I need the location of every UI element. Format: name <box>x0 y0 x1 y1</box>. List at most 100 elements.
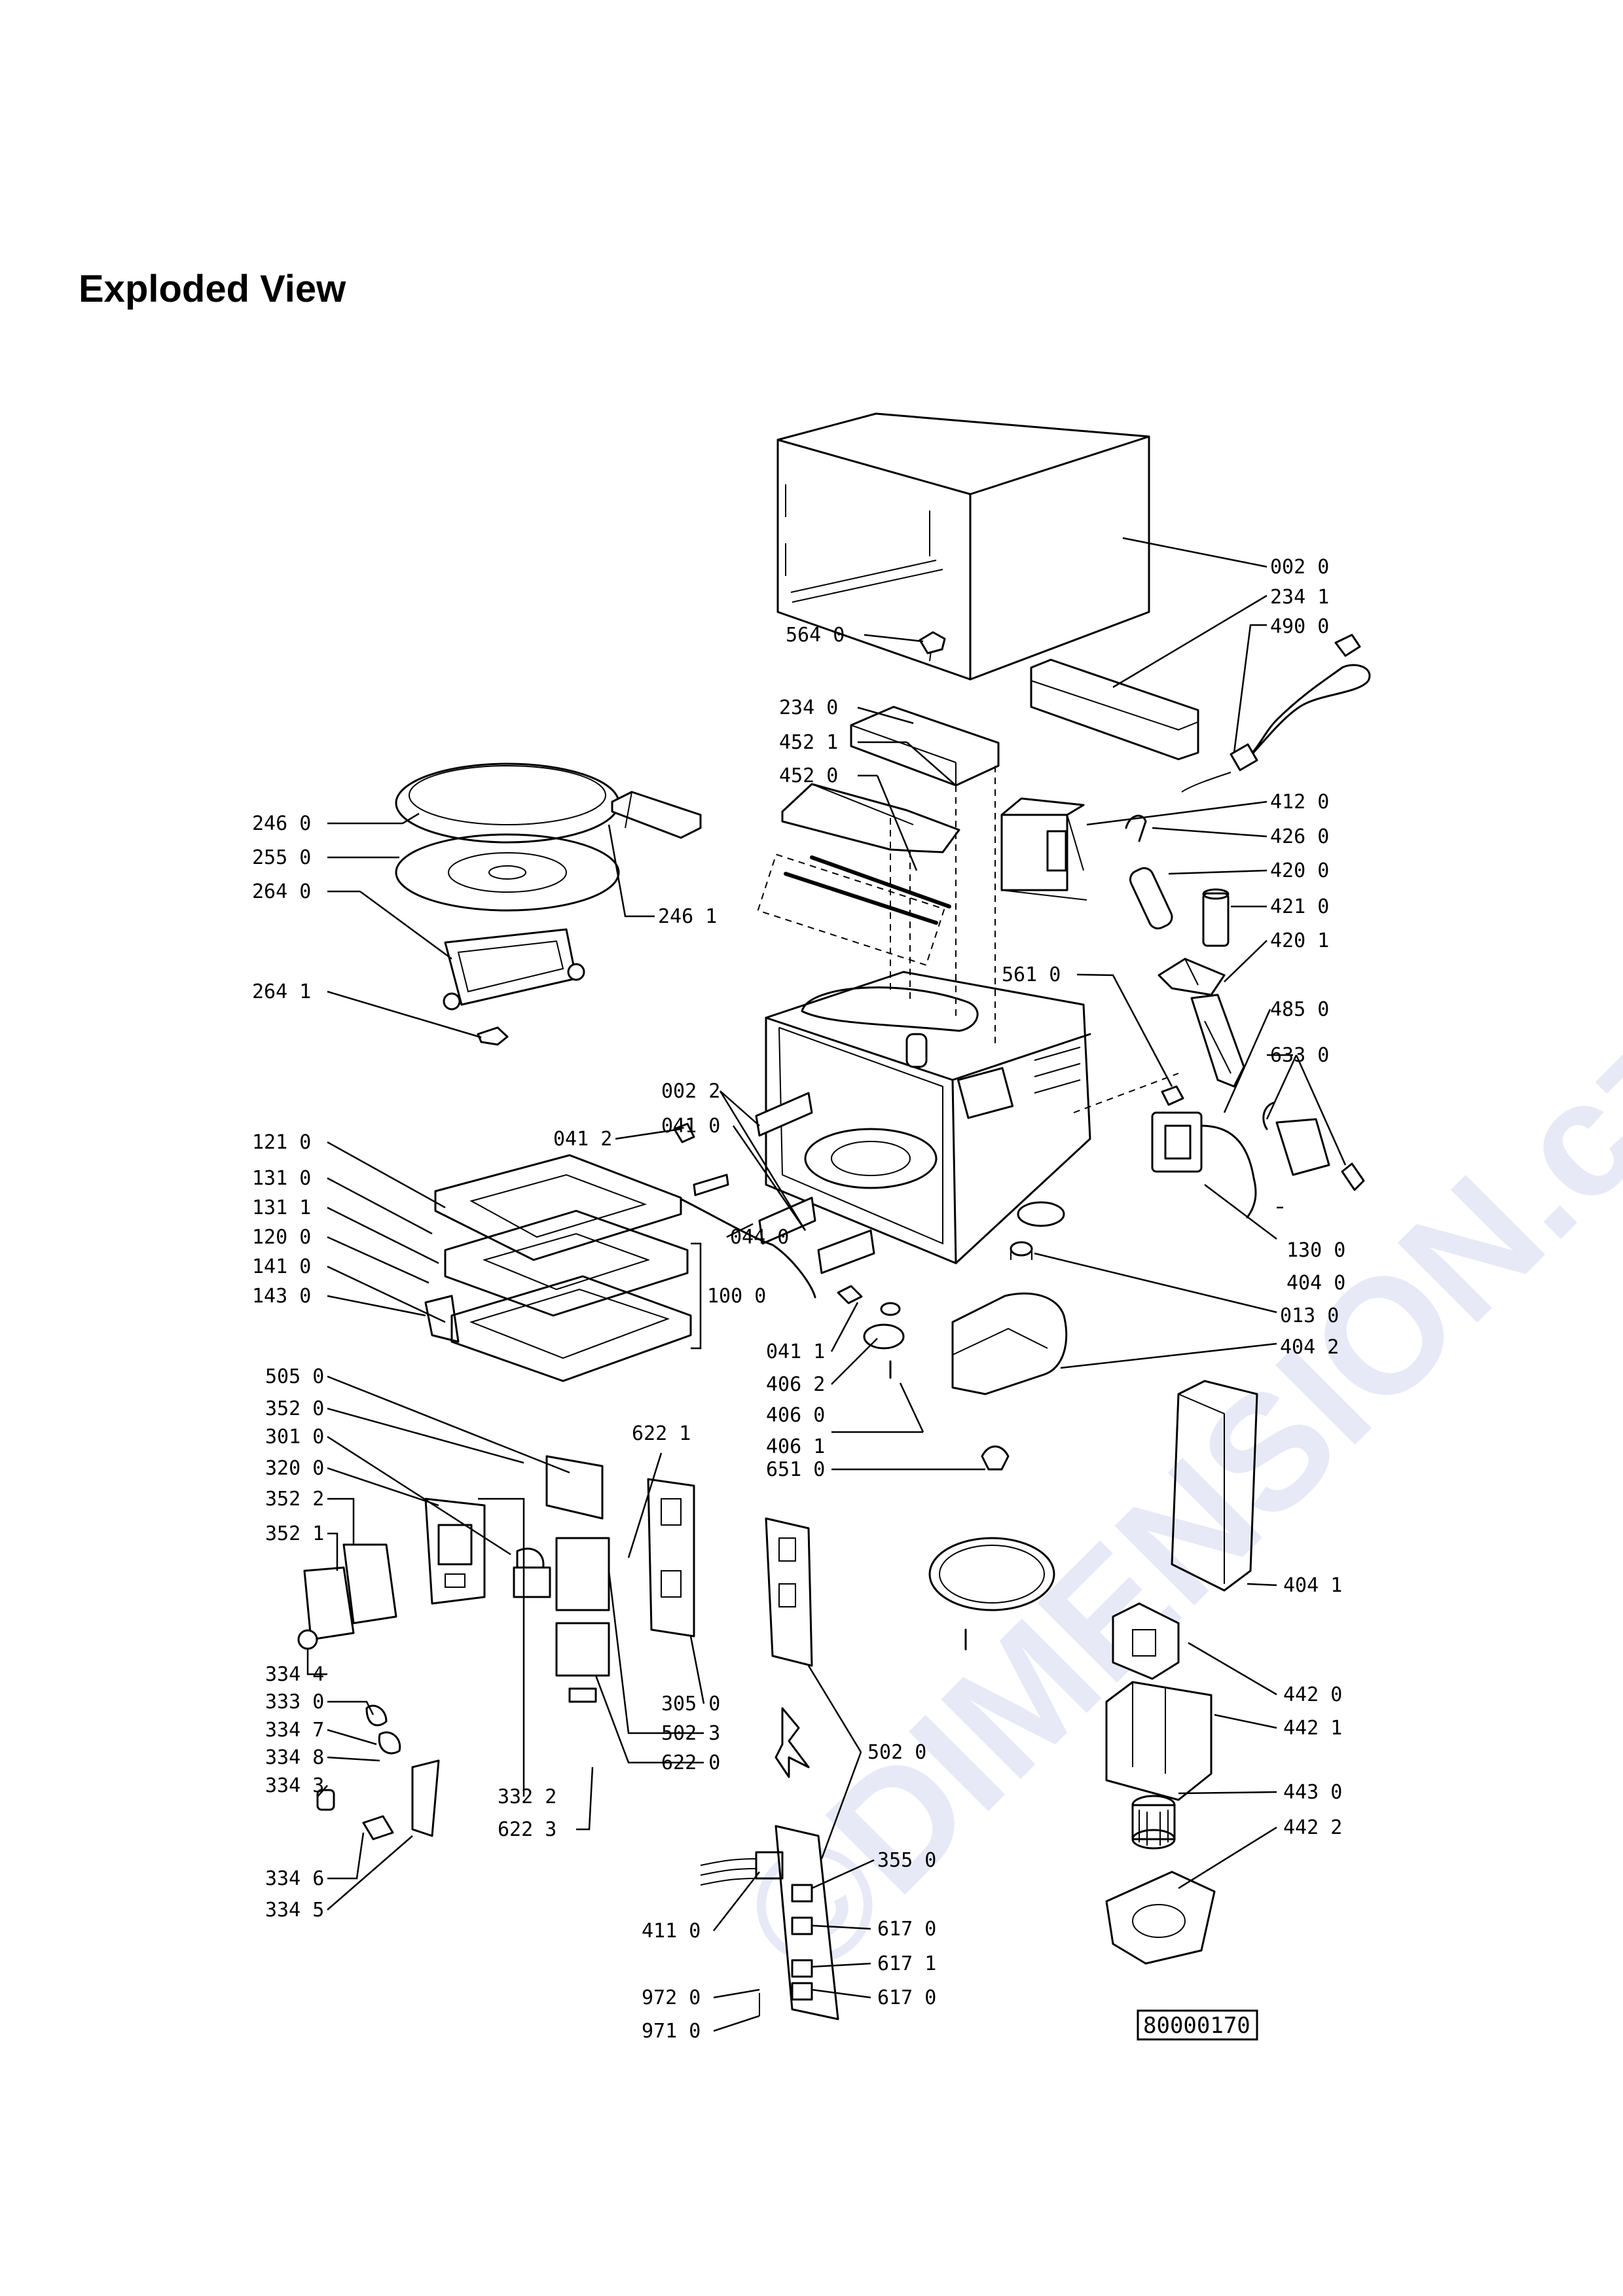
foot-013-drawing <box>1010 1241 1033 1260</box>
cavity-brackets-drawing <box>673 1092 875 1304</box>
reference-code: 80000170 <box>1143 2013 1250 2039</box>
label-412-0: 412 0 <box>1270 791 1329 814</box>
label-041-1: 041 1 <box>766 1340 825 1363</box>
transformer-drawing <box>1000 797 1087 901</box>
label-246-1: 246 1 <box>658 905 717 928</box>
power-cord-drawing <box>1181 634 1371 793</box>
control-panel-group-drawing <box>297 1455 610 1703</box>
label-041-0: 041 0 <box>661 1115 720 1138</box>
bracket-246-1-drawing <box>611 791 702 839</box>
label-442-0: 442 0 <box>1283 1683 1342 1706</box>
outer-cabinet-drawing <box>776 412 1150 681</box>
label-442-2: 442 2 <box>1283 1816 1342 1839</box>
label-485-0: 485 0 <box>1270 998 1329 1021</box>
label-013-0: 013 0 <box>1280 1304 1339 1327</box>
label-143-0: 143 0 <box>252 1285 311 1308</box>
label-406-2: 406 2 <box>766 1373 825 1396</box>
label-971-0: 971 0 <box>642 2020 701 2043</box>
label-622-3: 622 3 <box>498 1818 556 1841</box>
label-617-0-second: 617 0 <box>877 1986 936 2009</box>
label-406-1: 406 1 <box>766 1435 825 1458</box>
label-411-0: 411 0 <box>642 1920 701 1943</box>
label-131-1: 131 1 <box>252 1196 311 1219</box>
label-452-1: 452 1 <box>779 731 838 754</box>
label-443-0: 443 0 <box>1283 1781 1342 1804</box>
leader-lines <box>306 537 1347 2032</box>
label-121-0: 121 0 <box>252 1131 311 1154</box>
oven-cavity-drawing <box>765 766 1179 1265</box>
label-404-0: 404 0 <box>1286 1272 1345 1295</box>
label-320-0: 320 0 <box>265 1457 324 1480</box>
clip-564-drawing <box>919 631 946 662</box>
label-633-0: 633 0 <box>1270 1044 1329 1067</box>
turntable-group-drawing <box>395 762 620 1046</box>
label-404-1: 404 1 <box>1283 1574 1342 1597</box>
heater-rods-drawing <box>757 853 951 966</box>
label-301-0: 301 0 <box>265 1426 324 1448</box>
label-622-1: 622 1 <box>632 1422 691 1445</box>
label-120-0: 120 0 <box>252 1226 311 1249</box>
knob-parts-drawing <box>316 1704 440 1840</box>
label-264-1: 264 1 <box>252 980 311 1003</box>
turntable-motor-drawing <box>863 1302 1010 1471</box>
label-234-1: 234 1 <box>1270 586 1329 609</box>
label-442-1: 442 1 <box>1283 1717 1342 1740</box>
label-617-0: 617 0 <box>877 1918 936 1941</box>
label-651-0: 651 0 <box>766 1458 825 1481</box>
label-972-0: 972 0 <box>642 1986 701 2009</box>
label-421-0: 421 0 <box>1270 895 1329 918</box>
label-002-0: 002 0 <box>1270 556 1329 579</box>
air-duct-404-2-drawing <box>951 1292 1068 1395</box>
label-334-5: 334 5 <box>265 1899 324 1922</box>
reference-code-box: 80000170 <box>1137 2009 1258 2041</box>
shield-234-0-drawing <box>850 706 1000 787</box>
fan-motor-group-drawing <box>1105 1602 1216 1965</box>
label-355-0: 355 0 <box>877 1849 936 1872</box>
page-title: Exploded View <box>79 268 346 310</box>
rail-234-1-drawing <box>1030 658 1199 761</box>
air-duct-404-1-drawing <box>1171 1380 1258 1592</box>
label-041-2: 041 2 <box>553 1128 612 1151</box>
label-352-0: 352 0 <box>265 1397 324 1420</box>
label-334-3: 334 3 <box>265 1774 324 1797</box>
label-130-0: 130 0 <box>1286 1239 1345 1262</box>
power-board-drawing <box>700 1825 839 2020</box>
label-246-0: 246 0 <box>252 812 311 835</box>
label-420-0: 420 0 <box>1270 859 1329 882</box>
label-502-3: 502 3 <box>661 1722 720 1745</box>
board-305-drawing <box>647 1478 695 1638</box>
label-617-1: 617 1 <box>877 1952 936 1975</box>
label-234-0: 234 0 <box>779 696 838 719</box>
board-502-drawing <box>765 1517 813 1778</box>
switch-assembly-drawing <box>1151 1102 1365 1219</box>
plate-651-drawing <box>928 1537 1055 1651</box>
label-352-1: 352 1 <box>265 1522 324 1545</box>
label-490-0: 490 0 <box>1270 615 1329 638</box>
clip-561-drawing <box>1161 1085 1184 1106</box>
label-420-1: 420 1 <box>1270 929 1329 952</box>
label-561-0: 561 0 <box>1002 963 1061 986</box>
label-305-0: 305 0 <box>661 1693 720 1715</box>
bracket-485-drawing <box>1190 994 1245 1088</box>
label-131-0: 131 0 <box>252 1167 311 1190</box>
label-334-6: 334 6 <box>265 1867 324 1890</box>
door-frames-drawing <box>424 1154 692 1382</box>
label-404-2: 404 2 <box>1280 1336 1339 1359</box>
label-502-0: 502 0 <box>867 1741 926 1764</box>
label-622-0: 622 0 <box>661 1751 720 1774</box>
label-100-0: 100 0 <box>707 1285 766 1308</box>
label-334-8: 334 8 <box>265 1746 324 1769</box>
label-452-0: 452 0 <box>779 764 838 787</box>
heater-cover-drawing <box>781 783 960 853</box>
label-334-7: 334 7 <box>265 1719 324 1742</box>
label-332-2: 332 2 <box>498 1785 556 1808</box>
label-505-0: 505 0 <box>265 1365 324 1388</box>
label-141-0: 141 0 <box>252 1255 311 1278</box>
label-426-0: 426 0 <box>1270 825 1329 848</box>
label-352-2: 352 2 <box>265 1488 324 1511</box>
label-264-0: 264 0 <box>252 880 311 903</box>
part-number-labels: 002 0 234 1 490 0 564 0 234 0 452 1 452 … <box>252 556 1345 2043</box>
fuse-capacitor-group-drawing <box>1125 814 1230 996</box>
